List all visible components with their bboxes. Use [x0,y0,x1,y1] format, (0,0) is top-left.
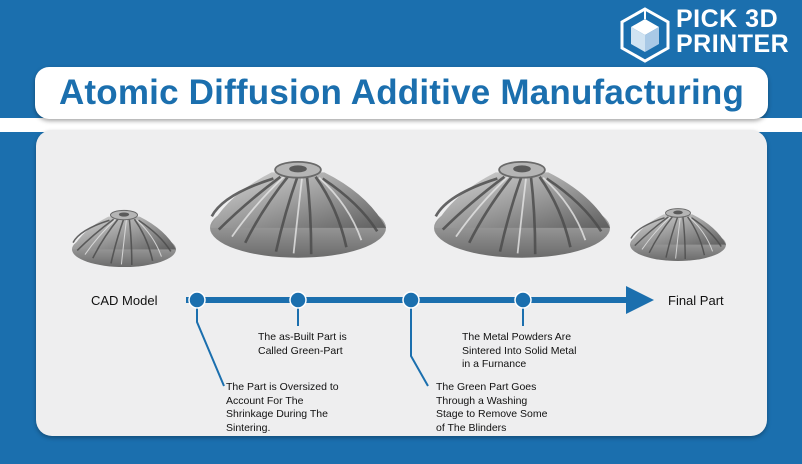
process-panel [36,130,767,436]
timeline-arrow-head [626,286,654,314]
caption-line: Shrinkage During The [226,408,328,420]
timeline-node-2 [289,291,307,309]
caption-line: of The Blinders [436,421,507,434]
timeline-node-3 [402,291,420,309]
caption-line: The Part is Oversized to [226,381,339,393]
cube-logo-icon [620,7,670,63]
caption-step-1: The Part is Oversized to Account For The… [226,381,339,435]
impeller-final-part [629,207,727,262]
caption-line: Sintered Into Solid Metal [462,344,577,357]
caption-step-3: The Green Part Goes Through a Washing St… [436,381,547,435]
title-banner: Atomic Diffusion Additive Manufacturing [35,67,768,119]
impeller-green-part [432,160,612,260]
brand-logo[interactable]: PICK 3D PRINTER [616,5,801,65]
timeline-node-4 [514,291,532,309]
page-title: Atomic Diffusion Additive Manufacturing [58,73,745,112]
logo-line-2: PRINTER [676,30,790,58]
impeller-cad-model [71,209,177,268]
label-final-part: Final Part [668,293,724,308]
divider-strip [0,118,802,132]
caption-line: The Metal Powders Are [462,331,572,343]
label-cad-model: CAD Model [91,293,158,308]
timeline-node-1 [188,291,206,309]
caption-line: The as-Built Part is [258,331,347,343]
logo-line-1: PICK 3D [676,5,779,33]
caption-line: Called Green-Part [258,344,343,357]
caption-line: Through a Washing [436,394,528,407]
caption-step-2: The as-Built Part is Called Green-Part [258,331,347,358]
caption-line: Account For The [226,394,304,407]
impeller-oversized [208,160,388,260]
connector-step-1 [196,300,225,387]
caption-step-4: The Metal Powders Are Sintered Into Soli… [462,331,576,372]
caption-line: Sintering. [226,421,271,434]
caption-line: The Green Part Goes [436,381,537,393]
caption-line: Stage to Remove Some [436,408,548,420]
connector-step-3 [410,300,429,387]
caption-line: in a Furnance [462,358,527,370]
